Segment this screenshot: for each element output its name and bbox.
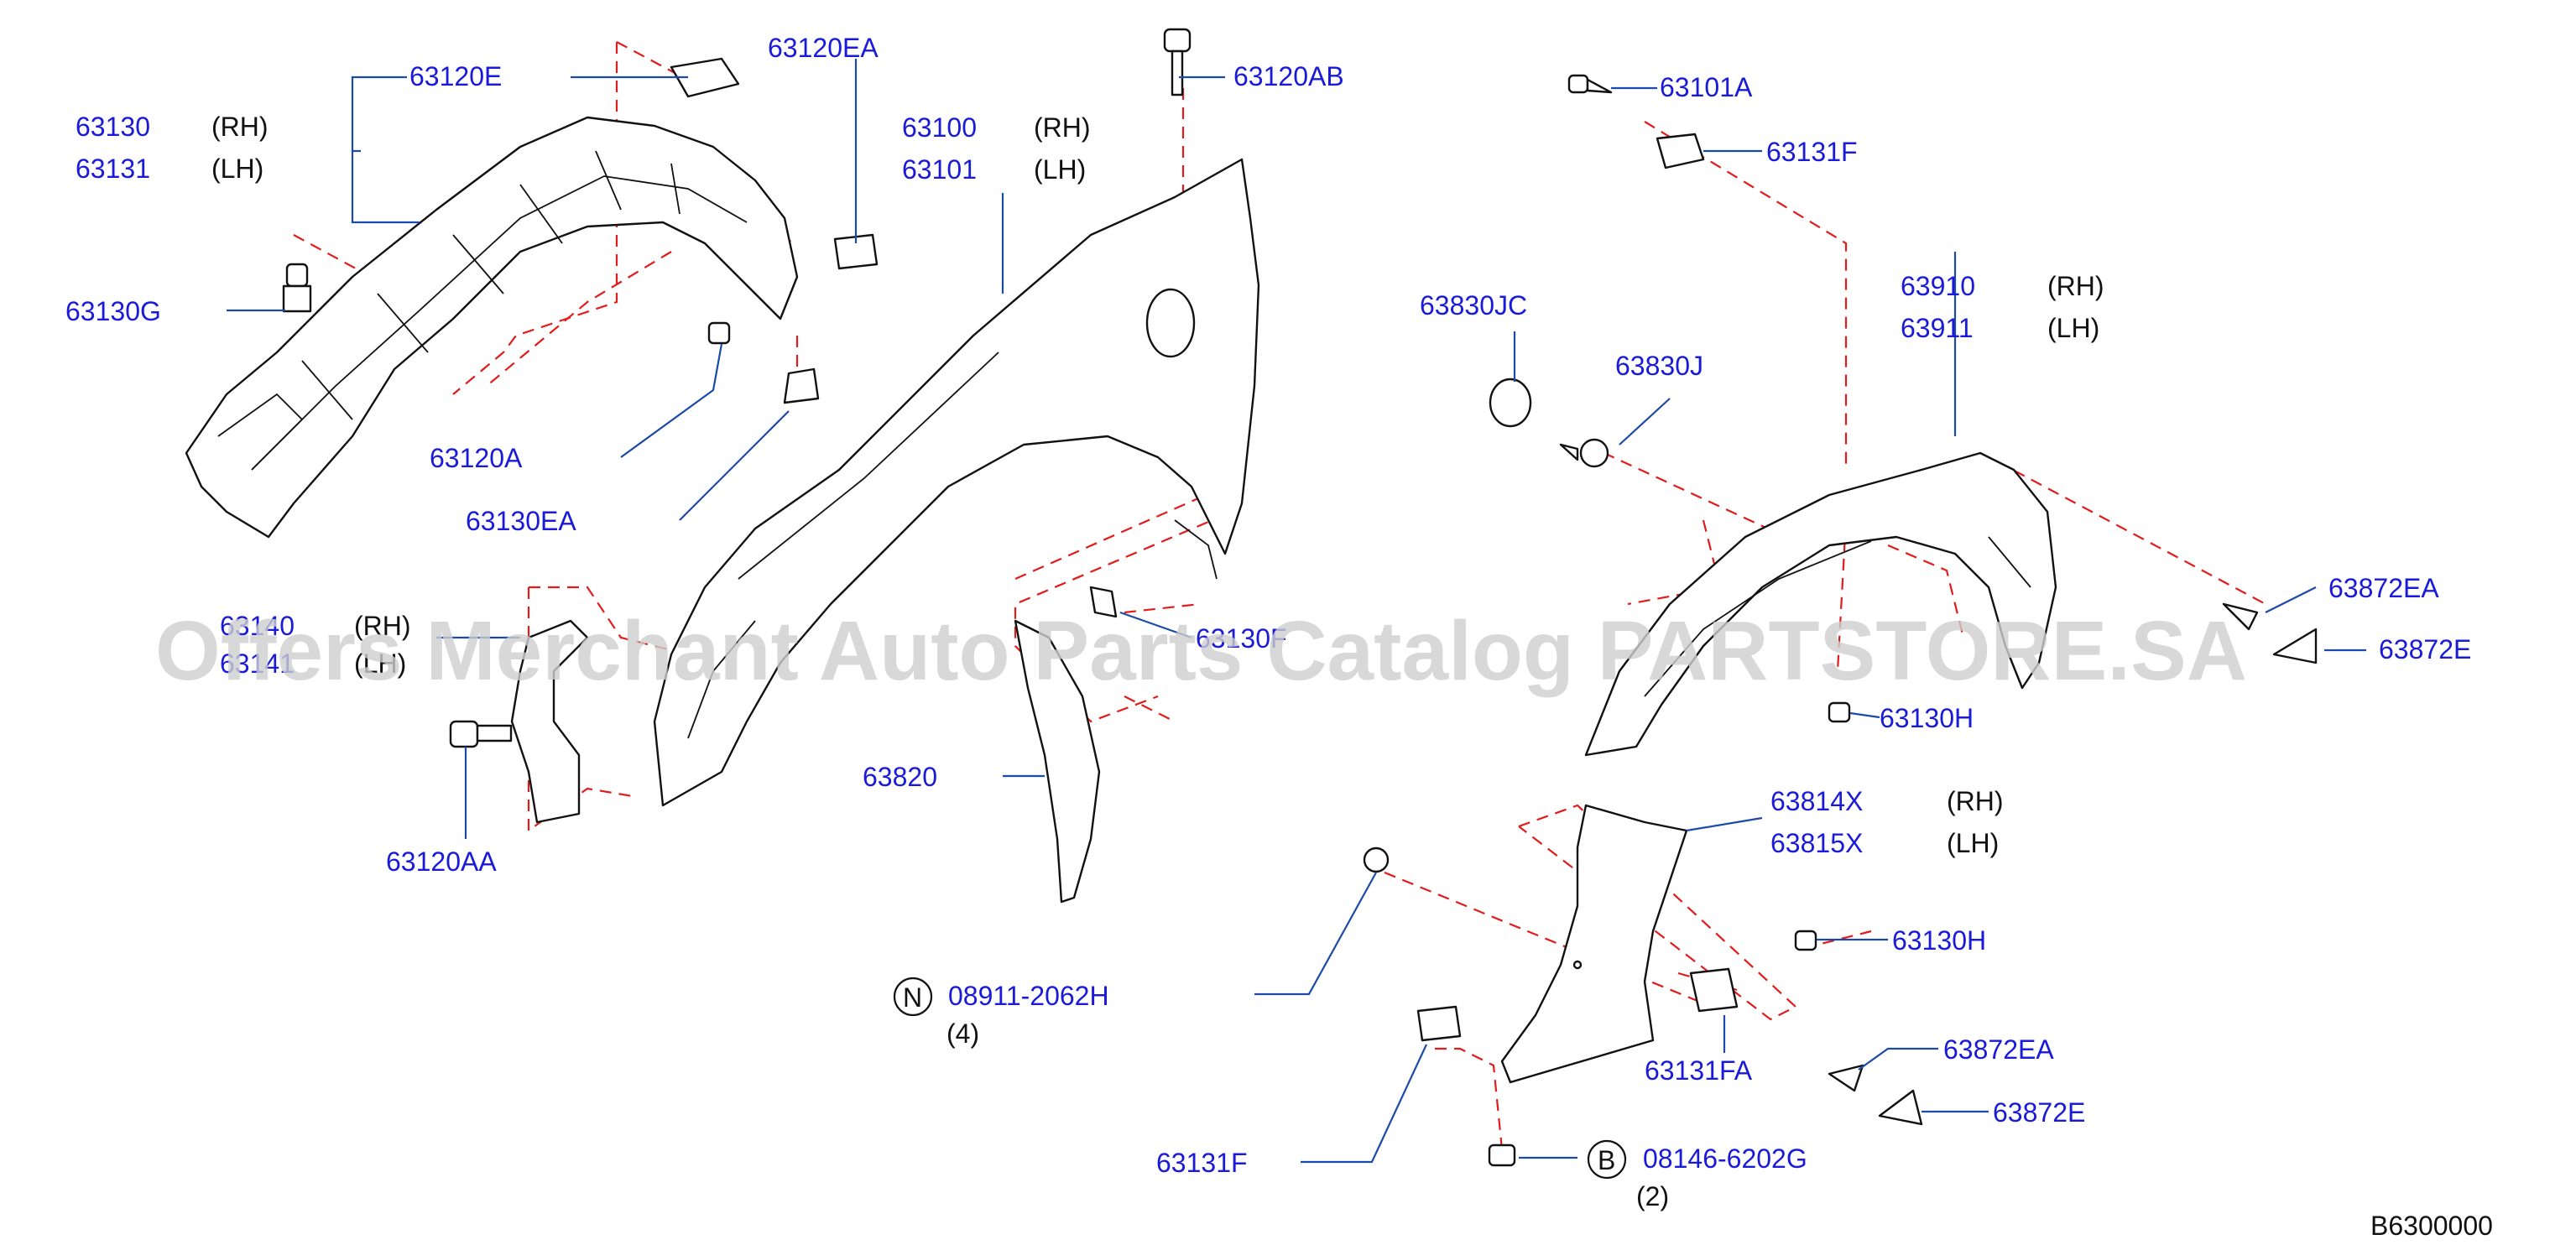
label-63830J: 63830J xyxy=(1615,351,1703,381)
rivet-63872EA-low xyxy=(1828,1064,1864,1092)
label-63120A: 63120A xyxy=(430,443,523,473)
label-63815X: 63815X xyxy=(1770,828,1863,858)
fastener-bolt-63120AB xyxy=(1163,28,1192,96)
label-63130H-top: 63130H xyxy=(1880,703,1974,733)
label-63872E-low: 63872E xyxy=(1993,1097,2085,1128)
fastener-bolt-63120AA xyxy=(449,720,513,748)
mud-guard-63814X xyxy=(1500,804,1688,1084)
label-08146-6202G: 08146-6202G xyxy=(1643,1143,1807,1174)
leader-lines xyxy=(227,59,2366,1164)
label-63120E: 63120E xyxy=(409,61,502,91)
marker-b xyxy=(1587,1139,1627,1180)
side-rh-63130: (RH) xyxy=(211,112,269,142)
label-63120AB: 63120AB xyxy=(1233,61,1344,91)
label-63820: 63820 xyxy=(863,762,937,792)
bolt-08146 xyxy=(1488,1143,1516,1167)
fastener-63120A xyxy=(707,321,731,345)
fender-liner-63130 xyxy=(185,116,799,539)
label-63140: 63140 xyxy=(220,611,295,641)
clip-63131F-top xyxy=(1656,133,1705,169)
side-rh-63910: (RH) xyxy=(2047,271,2104,301)
side-lh-63911: (LH) xyxy=(2047,313,2099,343)
fender-seal-63820 xyxy=(1014,619,1101,904)
label-63100: 63100 xyxy=(902,112,977,143)
label-63131F-top: 63131F xyxy=(1766,137,1858,167)
marker-n xyxy=(893,977,933,1017)
fender-bracket-63140 xyxy=(510,619,589,824)
label-63101: 63101 xyxy=(902,154,977,185)
front-fender-63100 xyxy=(653,158,1260,807)
label-63130: 63130 xyxy=(76,112,150,142)
label-63830JC: 63830JC xyxy=(1420,290,1527,320)
label-63120EA: 63120EA xyxy=(768,33,879,63)
clip-63120E xyxy=(670,57,740,98)
diagram-code: B6300000 xyxy=(2370,1211,2493,1241)
cap-63872E-low xyxy=(1878,1089,1923,1126)
label-63130EA: 63130EA xyxy=(466,506,576,536)
side-rh-63814X: (RH) xyxy=(1947,786,2004,816)
side-lh-63101: (LH) xyxy=(1034,154,1086,185)
label-63130H-low: 63130H xyxy=(1892,925,1986,956)
label-08911-2062H: 08911-2062H xyxy=(948,981,1109,1011)
fastener-63130G xyxy=(282,263,312,313)
label-63120AA: 63120AA xyxy=(386,846,497,877)
side-lh-63131: (LH) xyxy=(211,154,263,184)
label-63130G: 63130G xyxy=(65,296,161,326)
clip-63130EA xyxy=(783,367,820,404)
label-63814X: 63814X xyxy=(1770,786,1863,816)
fastener-screw-63101A xyxy=(1567,74,1613,94)
label-63131: 63131 xyxy=(76,154,150,184)
fastener-63830J xyxy=(1559,438,1609,468)
label-63101A: 63101A xyxy=(1660,72,1753,102)
label-63130F: 63130F xyxy=(1196,623,1287,654)
side-lh-63141: (LH) xyxy=(354,649,406,679)
qty-08911: (4) xyxy=(946,1018,979,1049)
label-63911: 63911 xyxy=(1901,313,1974,343)
grommet-63830JC xyxy=(1489,378,1532,428)
marker-n-letter: N xyxy=(903,982,922,1013)
fastener-63130H-low xyxy=(1794,930,1817,951)
clip-63131F-low xyxy=(1416,1005,1462,1042)
part-labels: 63120E 63120EA 63120AB 63130 (RH) 63131 … xyxy=(65,33,2493,1241)
clip-63120EA xyxy=(833,233,879,270)
clip-63130F xyxy=(1089,586,1118,618)
fastener-63130H-top xyxy=(1828,701,1851,723)
side-rh-63100: (RH) xyxy=(1034,112,1091,143)
nut-08911 xyxy=(1363,846,1390,873)
label-63872EA-top: 63872EA xyxy=(2328,573,2439,603)
fender-flare-63910 xyxy=(1584,451,2057,757)
label-63872E-top: 63872E xyxy=(2379,634,2471,664)
label-63872EA-low: 63872EA xyxy=(1943,1034,2054,1065)
label-63141: 63141 xyxy=(220,649,295,679)
label-63131FA: 63131FA xyxy=(1645,1055,1753,1086)
marker-b-letter: B xyxy=(1598,1145,1615,1175)
side-rh-63140: (RH) xyxy=(354,611,411,641)
qty-08146: (2) xyxy=(1636,1181,1669,1211)
side-lh-63815X: (LH) xyxy=(1947,828,1999,858)
cap-63872E-top xyxy=(2272,628,2318,664)
label-63910: 63910 xyxy=(1901,271,1975,301)
rivet-63872EA-top xyxy=(2222,602,2259,631)
clip-63131FA xyxy=(1689,967,1739,1013)
watermark: Offers Merchant Auto Parts Catalog PARTS… xyxy=(155,604,2247,698)
label-63131F-low: 63131F xyxy=(1156,1148,1248,1178)
